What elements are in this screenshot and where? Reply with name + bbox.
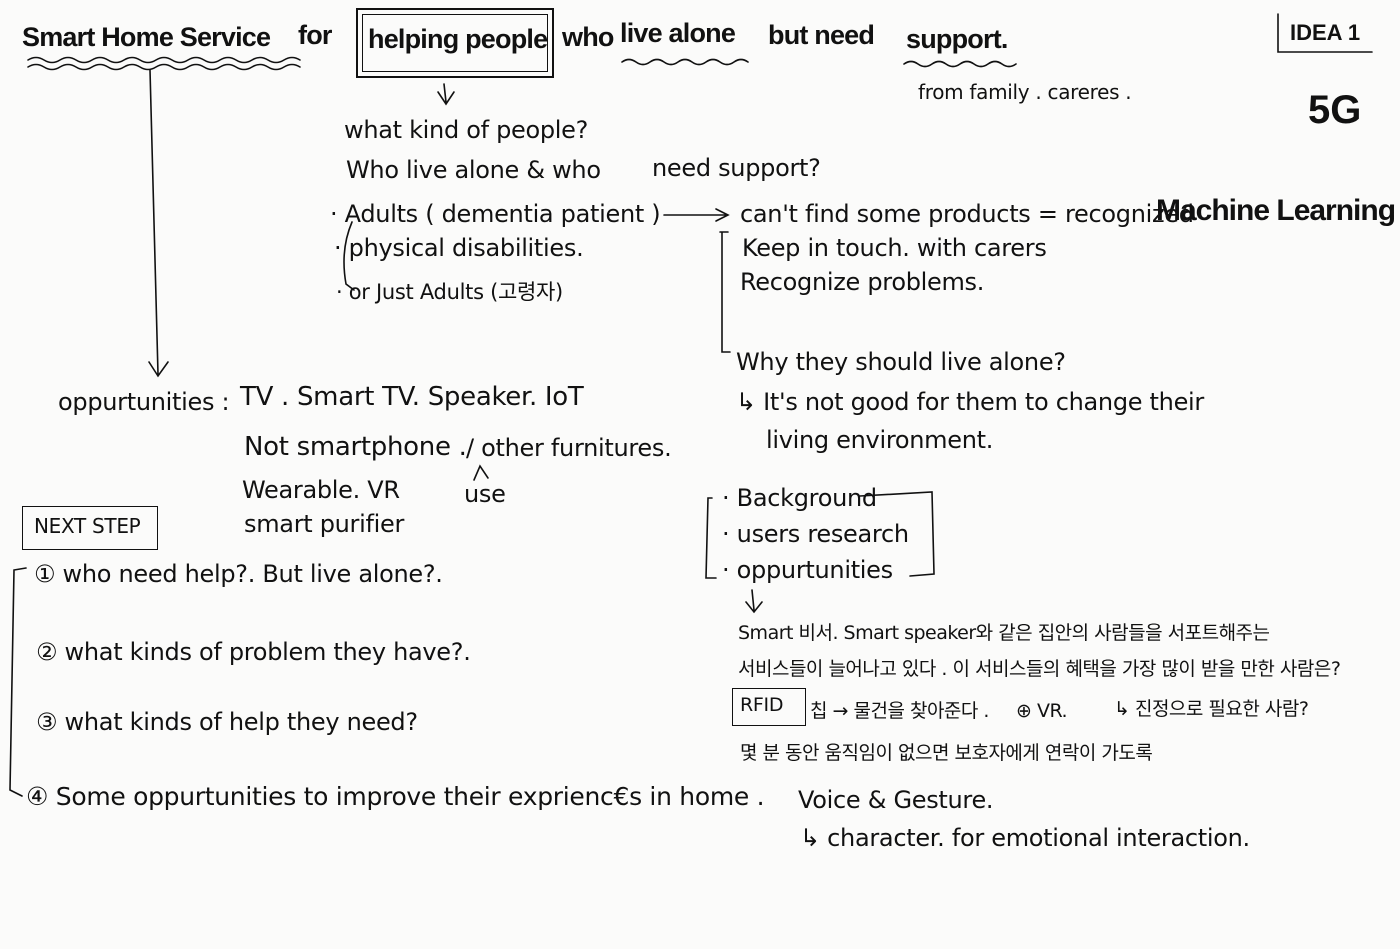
next-step-box bbox=[22, 506, 158, 550]
why-answer-2: living environment. bbox=[766, 426, 994, 454]
title-helping-people: helping people bbox=[368, 24, 548, 54]
next-step-bracket bbox=[9, 567, 27, 797]
rfid-box bbox=[732, 688, 806, 726]
korean-need-note: ↳ 진정으로 필요한 사람? bbox=[1114, 698, 1309, 720]
title-smart-home-service: Smart Home Service bbox=[22, 22, 271, 52]
rfid-label: RFID bbox=[740, 694, 784, 716]
opportunities-wearable: Wearable. VR bbox=[242, 476, 400, 504]
underline-support bbox=[903, 60, 1017, 68]
need-find-products: can't find some products = recognized bbox=[740, 200, 1194, 228]
title-live-alone: live alone bbox=[620, 18, 736, 48]
helping-people-box bbox=[356, 8, 554, 78]
korean-rfid-note: 칩 → 물건을 찾아준다 . bbox=[810, 700, 989, 722]
next-step-1: ① who need help?. But live alone?. bbox=[34, 560, 443, 588]
korean-vr-note: ⊕ VR. bbox=[1016, 700, 1068, 722]
title-but-need: but need bbox=[768, 20, 875, 50]
tech-machine-learning: Machine Learning bbox=[1156, 194, 1396, 227]
research-users: · users research bbox=[722, 520, 909, 548]
opportunities-purifier: smart purifier bbox=[244, 510, 405, 538]
underline-smart-home bbox=[27, 56, 301, 64]
needs-bracket bbox=[719, 231, 731, 353]
people-physical: · physical disabilities. bbox=[334, 234, 584, 262]
korean-note-4: 몇 분 동안 움직임이 없으면 보호자에게 연락이 가도록 bbox=[740, 742, 1153, 764]
opportunities-line-2: Not smartphone . bbox=[244, 432, 467, 462]
opportunities-use: use bbox=[464, 480, 506, 508]
underline-live-alone bbox=[621, 58, 749, 66]
title-support: support. bbox=[906, 24, 1008, 54]
korean-note-1: Smart 비서. Smart speaker와 같은 집안의 사람들을 서포트… bbox=[738, 622, 1270, 644]
helping-people-box-inner bbox=[362, 14, 548, 72]
arrow-to-opportunities bbox=[148, 69, 169, 378]
title-for: for bbox=[298, 20, 332, 50]
research-background: · Background bbox=[722, 484, 877, 512]
underline-smart-home-2 bbox=[27, 63, 301, 71]
opportunities-furnitures: / other furnitures. bbox=[466, 434, 672, 462]
arrow-helping-people bbox=[437, 83, 455, 106]
need-recognize: Recognize problems. bbox=[740, 268, 985, 296]
opportunities-line-1: TV . Smart TV. Speaker. IoT bbox=[240, 382, 584, 412]
idea-tag: IDEA 1 bbox=[1290, 20, 1361, 45]
next-step-label: NEXT STEP bbox=[34, 514, 141, 538]
research-bracket-left bbox=[705, 497, 717, 579]
caret-use bbox=[473, 464, 489, 481]
why-question: Why they should live alone? bbox=[736, 348, 1066, 376]
voice-gesture: Voice & Gesture. bbox=[798, 786, 994, 814]
why-answer-1: ↳ It's not good for them to change their bbox=[736, 388, 1204, 416]
arrow-adults-needs bbox=[663, 208, 730, 222]
next-step-4: ④ Some oppurtunities to improve their ex… bbox=[26, 782, 765, 811]
opportunities-label: oppurtunities : bbox=[58, 388, 230, 416]
support-note: from family . careres . bbox=[918, 80, 1132, 104]
next-step-2: ② what kinds of problem they have?. bbox=[36, 638, 471, 666]
need-keep-touch: Keep in touch. with carers bbox=[742, 234, 1047, 262]
arrow-research-korean bbox=[745, 589, 763, 614]
question-who-live-alone: Who live alone & who bbox=[346, 156, 601, 184]
question-need-support: need support? bbox=[652, 154, 821, 182]
title-who: who bbox=[562, 22, 614, 52]
people-just-adults: · or Just Adults (고령자) bbox=[336, 280, 563, 304]
question-what-kind: what kind of people? bbox=[344, 116, 589, 144]
korean-note-2: 서비스들이 늘어나고 있다 . 이 서비스들의 혜택을 가장 많이 받을 만한 … bbox=[738, 658, 1341, 680]
people-adults: · Adults ( dementia patient ) bbox=[330, 200, 661, 228]
tech-5g: 5G bbox=[1308, 88, 1362, 132]
next-step-3: ③ what kinds of help they need? bbox=[36, 708, 418, 736]
research-opportunities: · oppurtunities bbox=[722, 556, 893, 584]
voice-character: ↳ character. for emotional interaction. bbox=[800, 824, 1250, 852]
